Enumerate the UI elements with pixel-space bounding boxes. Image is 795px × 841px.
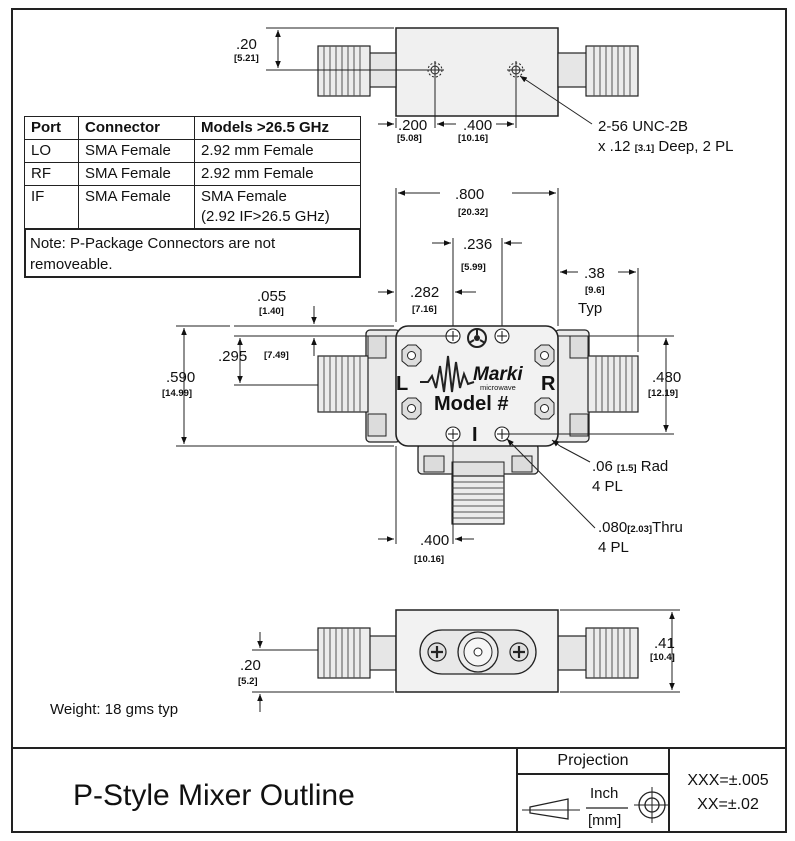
top-left-connector (317, 45, 397, 97)
logo-text: Marki (473, 364, 523, 385)
port-table-header: Port Connector Models >26.5 GHz (24, 116, 361, 140)
radius-note: .06 [1.5] Rad (592, 458, 668, 475)
projection-symbol-icon: Inch [mm] (522, 785, 668, 829)
dim-38-mm: [9.6] (585, 285, 605, 296)
port-label-i: I (472, 424, 478, 446)
dim-38: .38 (584, 265, 605, 282)
dim-590-mm: [14.99] (162, 388, 192, 399)
dim-236: .236 (463, 236, 492, 253)
dim-480-mm: [12.19] (648, 388, 678, 399)
top-view-body (395, 27, 559, 117)
header-models: Models >26.5 GHz (194, 116, 361, 140)
dim-400-mm: [10.16] (414, 554, 444, 565)
marki-symbol-icon (467, 328, 487, 348)
front-left-connector (317, 329, 401, 443)
dim-bottom-41: .41 (654, 635, 675, 652)
header-port: Port (24, 116, 79, 140)
thread-note-line2: x .12 [3.1] Deep, 2 PL (598, 138, 733, 155)
cell-models-extra: (2.92 IF>26.5 GHz) (201, 208, 330, 225)
top-right-connector (557, 45, 639, 97)
front-view-body (395, 325, 559, 447)
mounting-hole-icon (445, 328, 510, 442)
table-row: LO SMA Female 2.92 mm Female (24, 139, 361, 163)
bottom-view: .20 [5.2] .41 [10.4] (238, 609, 680, 712)
bottom-right-connector (557, 627, 639, 679)
dim-282: .282 (410, 284, 439, 301)
top-hole-right (507, 61, 525, 79)
header-connector: Connector (78, 116, 195, 140)
marki-wave-icon (420, 355, 475, 393)
cell-models: 2.92 mm Female (194, 139, 361, 163)
drawing-title: P-Style Mixer Outline (73, 779, 355, 812)
cell-port: IF (24, 185, 79, 229)
radius-note-count: 4 PL (592, 478, 623, 495)
weight-note: Weight: 18 gms typ (50, 701, 178, 718)
model-label: Model # (434, 393, 508, 415)
dim-295: .295 (218, 348, 247, 365)
cell-connector: SMA Female (78, 162, 195, 186)
dim-400: .400 (420, 532, 449, 549)
dim-bottom-20: .20 (240, 657, 261, 674)
dim-top-height: .20 (236, 36, 257, 53)
dim-295-mm: [7.49] (264, 350, 289, 361)
dim-282-mm: [7.16] (412, 304, 437, 315)
unit-mm: [mm] (588, 812, 621, 829)
unit-inch: Inch (590, 785, 618, 802)
front-if-connector (417, 443, 539, 525)
thru-note-count: 4 PL (598, 539, 629, 556)
logo-subtext: microwave (480, 383, 516, 392)
cell-connector: SMA Female (78, 185, 195, 229)
table-row: RF SMA Female 2.92 mm Female (24, 162, 361, 186)
tolerance-3-place: XXX=±.005 (687, 772, 769, 789)
port-table-note: Note: P-Package Connectors are not remov… (24, 228, 361, 278)
port-label-l: L (396, 373, 408, 395)
dim-top-height-mm: [5.21] (234, 53, 259, 64)
front-right-connector (554, 329, 639, 443)
dim-236-mm: [5.99] (461, 262, 486, 273)
drawing-frame (11, 8, 787, 833)
dim-055: .055 (257, 288, 286, 305)
thread-note-line1: 2-56 UNC-2B (598, 118, 688, 135)
hex-screw-icon (401, 344, 555, 420)
tolerance-box: XXX=±.005 XX=±.02 (678, 769, 778, 817)
front-view: Marki microwave Model # L R I (162, 186, 683, 565)
dim-hole-offset-mm: [5.08] (397, 133, 422, 144)
top-view: .20 [5.21] .200 [5.08] .400 [10.16] 2-56… (234, 27, 733, 155)
cell-port: LO (24, 139, 79, 163)
dim-480: .480 (652, 369, 681, 386)
port-label-r: R (541, 373, 556, 395)
dim-bottom-20-mm: [5.2] (238, 676, 258, 687)
if-flange-icon (419, 629, 537, 675)
dim-hole-spacing: .400 (463, 117, 492, 134)
dim-590: .590 (166, 369, 195, 386)
cell-models: 2.92 mm Female (194, 162, 361, 186)
cell-models: SMA Female (2.92 IF>26.5 GHz) (194, 185, 361, 229)
thru-note: .080[2.03]Thru (598, 519, 683, 536)
dim-hole-offset: .200 (398, 117, 427, 134)
dim-055-mm: [1.40] (259, 306, 284, 317)
bottom-left-connector (317, 627, 397, 679)
projection-label: Projection (518, 749, 668, 775)
dim-width: .800 (455, 186, 484, 203)
cell-port: RF (24, 162, 79, 186)
table-row: IF SMA Female SMA Female (2.92 IF>26.5 GH… (24, 185, 361, 229)
cell-models-main: SMA Female (201, 188, 287, 205)
dim-width-mm: [20.32] (458, 207, 488, 218)
title-block: P-Style Mixer Outline Projection Inch [m… (11, 747, 787, 835)
dim-hole-spacing-mm: [10.16] (458, 133, 488, 144)
projection-box: Projection Inch [mm] (516, 749, 670, 833)
tolerance-2-place: XX=±.02 (697, 796, 759, 813)
port-table: Port Connector Models >26.5 GHz LO SMA F… (24, 116, 361, 229)
cell-connector: SMA Female (78, 139, 195, 163)
dim-38-typ: Typ (578, 300, 602, 317)
dim-bottom-41-mm: [10.4] (650, 652, 675, 663)
